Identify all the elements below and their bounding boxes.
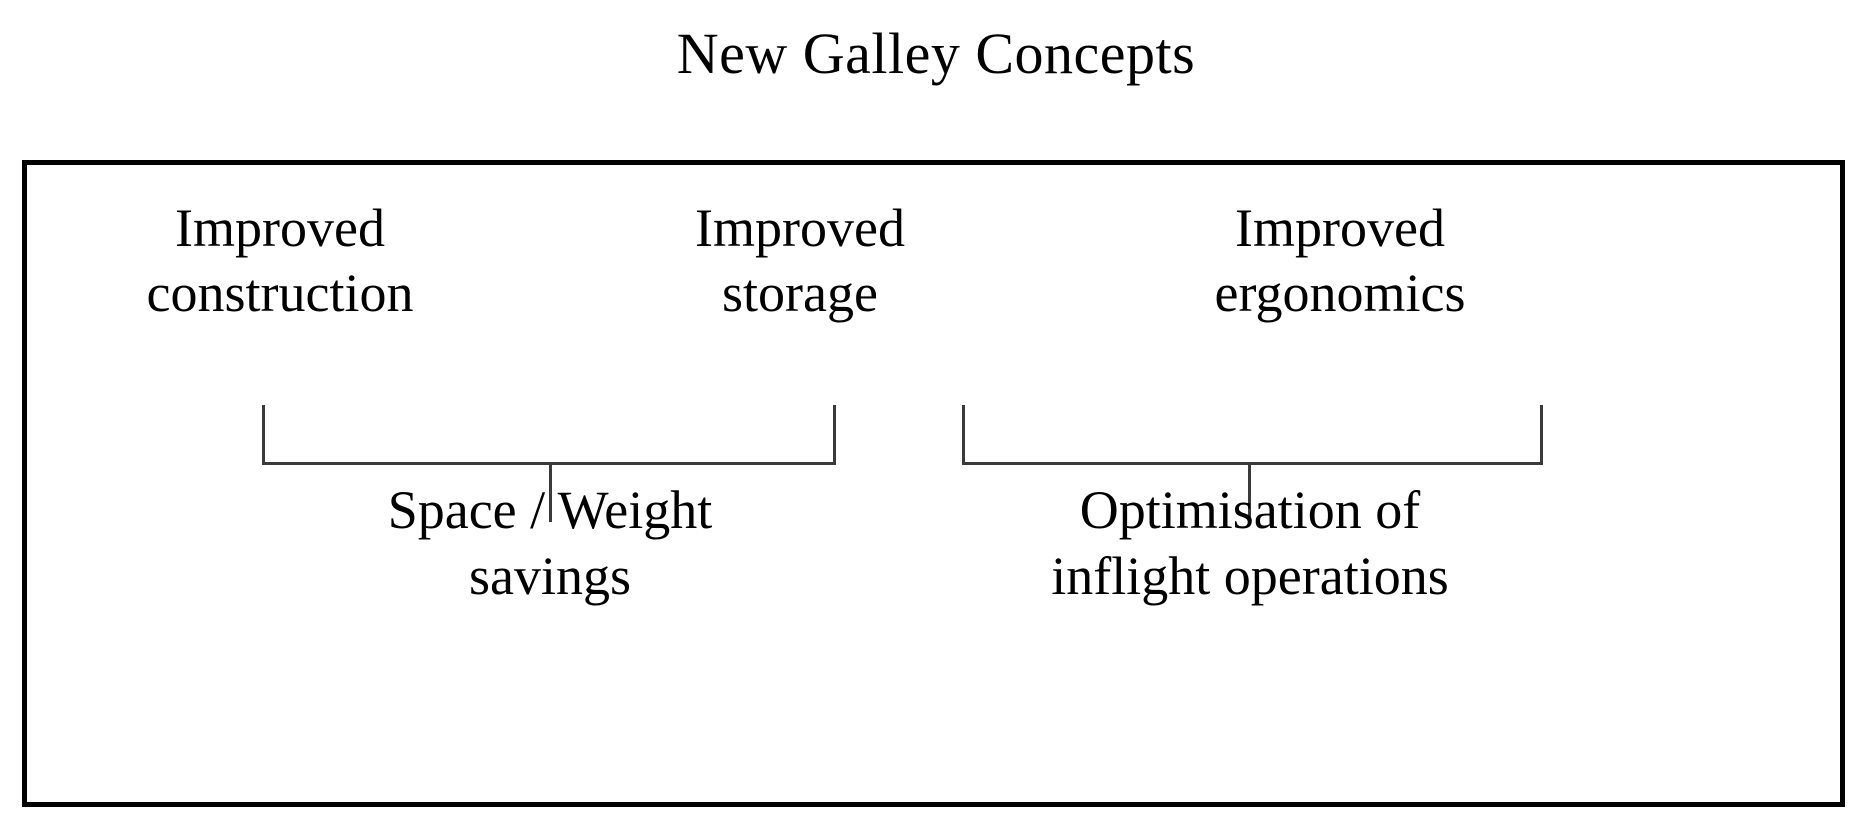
outcome-label-line2: savings (469, 545, 631, 606)
outcome-label-line1: Space / Weight (387, 480, 713, 540)
concept-improved-storage: Improved storage (560, 196, 1040, 326)
outcome-label-line1: Optimisation of (1079, 480, 1421, 540)
concept-improved-ergonomics: Improved ergonomics (1080, 196, 1600, 326)
concept-improved-construction: Improved construction (30, 196, 530, 326)
connector-right-bracket-stem-end (1540, 405, 1543, 465)
outcome-optimisation-inflight-operations: Optimisation of inflight operations (900, 478, 1600, 610)
connector-left-bracket-drop (549, 462, 552, 522)
concept-label-line1: Improved (695, 198, 905, 258)
connector-right-bracket-bar (962, 462, 1543, 465)
concept-label-line2: storage (722, 262, 878, 323)
concept-label-line1: Improved (175, 198, 385, 258)
concept-label-line1: Improved (1235, 198, 1445, 258)
outcome-space-weight-savings: Space / Weight savings (270, 478, 830, 610)
diagram-frame (22, 160, 1845, 807)
concept-label-line2: ergonomics (1214, 262, 1466, 323)
page-title: New Galley Concepts (676, 21, 1196, 86)
connector-right-bracket-drop (1248, 462, 1251, 522)
outcome-label-line2: inflight operations (1051, 545, 1449, 606)
connector-left-bracket-stem-end (833, 405, 836, 465)
connector-right-bracket-stem-start (962, 405, 965, 465)
connector-left-bracket-stem-start (262, 405, 265, 465)
concept-label-line2: construction (146, 262, 414, 323)
